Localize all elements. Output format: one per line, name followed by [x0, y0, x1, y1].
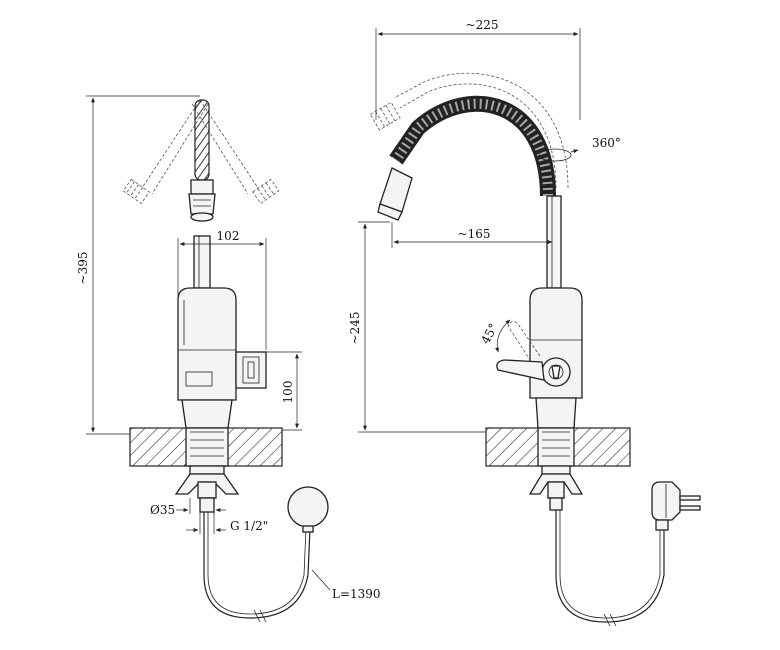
dim-height-total-label: ~395	[76, 252, 90, 285]
dim-diameter-base-label: Ø35	[150, 503, 175, 517]
side-mounting-nut	[528, 465, 584, 511]
handle-angle-indicator: 45°	[478, 319, 511, 353]
dim-diameter-base: Ø35	[150, 498, 226, 517]
side-view: 360° 45°	[348, 18, 701, 627]
dim-reach-total: ~225	[375, 18, 581, 120]
dim-thread: G 1/2"	[186, 512, 268, 534]
dim-thread-label: G 1/2"	[230, 519, 268, 533]
dim-height-spout: ~245	[348, 221, 486, 433]
dim-width-body-label: 102	[217, 229, 240, 243]
front-mounting-nut	[174, 465, 240, 513]
dim-height-handle: 100	[266, 351, 302, 431]
front-view: ~395 102 100 Ø35	[76, 95, 381, 623]
dim-reach-total-label: ~225	[466, 18, 499, 32]
rotation-label: 360°	[592, 136, 621, 150]
front-nozzle	[188, 179, 216, 222]
side-power-cable	[555, 510, 665, 623]
dim-cable-length: L=1390	[311, 569, 381, 601]
dim-height-spout-label: ~245	[348, 312, 362, 345]
dim-height-total: ~395	[76, 95, 200, 435]
front-flexible-hose	[194, 99, 210, 181]
front-plug-end	[287, 486, 329, 528]
dim-height-handle-label: 100	[281, 381, 295, 404]
rotation-indicator: 360°	[538, 136, 621, 162]
side-heater-body	[496, 287, 583, 429]
dim-width-body: 102	[177, 229, 267, 350]
dim-cable-length-label: L=1390	[332, 587, 381, 601]
side-power-plug	[651, 481, 701, 531]
dim-reach-spout: ~165	[391, 222, 553, 248]
front-heater-body	[177, 287, 267, 429]
side-nozzle	[377, 167, 413, 221]
front-power-cable	[203, 512, 311, 619]
dim-reach-spout-label: ~165	[458, 227, 491, 241]
